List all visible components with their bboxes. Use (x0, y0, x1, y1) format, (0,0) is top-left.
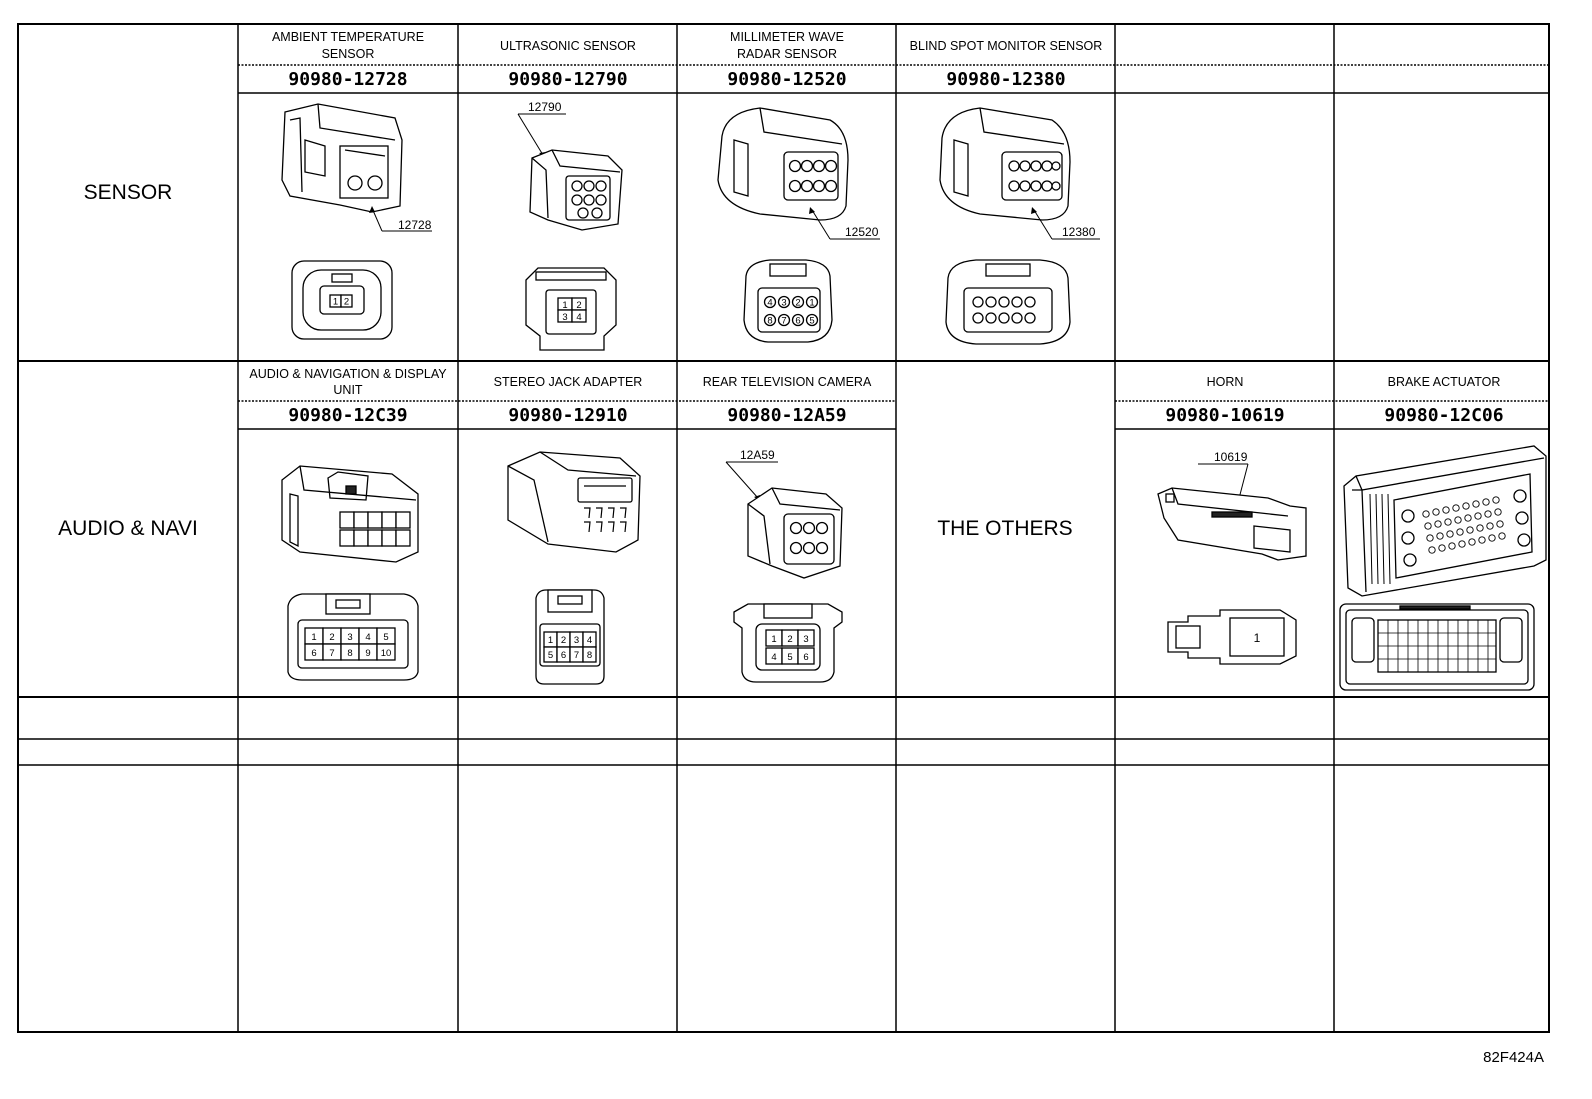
stereo-jack-title: STEREO JACK ADAPTER (494, 375, 643, 389)
ambient-pin-2: 2 (344, 297, 349, 308)
mmwave-pin-3: 3 (781, 298, 786, 309)
blindspot-callout-arrow (1031, 207, 1037, 214)
ultrasonic-pin-face (525, 267, 617, 351)
ambient-title-line2: SENSOR (322, 47, 375, 61)
stereo-jack-pin-face (535, 589, 605, 685)
mmwave-callout-leader (811, 209, 831, 240)
brake-actuator-connector-illustration (1343, 445, 1547, 597)
audio-unit-pin-5: 5 (383, 632, 388, 643)
horn-part-number: 90980-10619 (1165, 405, 1284, 426)
rear-camera-pin-face (733, 603, 843, 683)
ambient-callout: 12728 (398, 218, 432, 232)
blindspot-callout-leader (1033, 209, 1053, 240)
stereo-jack-pin-8: 8 (587, 650, 592, 661)
brake-actuator-pin-face (1339, 603, 1535, 691)
blindspot-title: BLIND SPOT MONITOR SENSOR (910, 39, 1103, 53)
rear-camera-callout-leader (725, 461, 759, 499)
mmwave-pin-8: 8 (767, 316, 772, 327)
horn-callout: 10619 (1214, 450, 1248, 464)
stereo-jack-pin-2: 2 (561, 635, 566, 646)
stereo-jack-pin-6: 6 (561, 650, 566, 661)
horn-title: HORN (1207, 375, 1244, 389)
stereo-jack-part-number: 90980-12910 (508, 405, 627, 426)
audio-unit-pin-7: 7 (329, 648, 334, 659)
ambient-pin-1: 1 (333, 297, 338, 308)
ultrasonic-pin-1: 1 (562, 300, 567, 311)
mmwave-pin-7: 7 (781, 316, 786, 327)
mmwave-part-number: 90980-12520 (727, 69, 846, 90)
ambient-pin-face (291, 260, 393, 340)
ultrasonic-pin-4: 4 (576, 312, 581, 323)
mmwave-pin-6: 6 (795, 316, 800, 327)
audio-unit-pin-face (287, 593, 419, 681)
ambient-connector-illustration (281, 103, 403, 213)
audio-unit-pin-6: 6 (311, 648, 316, 659)
audio-unit-pin-8: 8 (347, 648, 352, 659)
ultrasonic-connector-illustration (529, 149, 623, 231)
mmwave-title-line2: RADAR SENSOR (737, 47, 837, 61)
blindspot-callout: 12380 (1062, 225, 1096, 239)
ultrasonic-pin-3: 3 (562, 312, 567, 323)
blindspot-connector-illustration (939, 107, 1071, 221)
horn-pin-face (1167, 609, 1297, 665)
table-grid (17, 23, 1550, 1033)
audio-unit-pin-4: 4 (365, 632, 370, 643)
audio-unit-pin-2: 2 (329, 632, 334, 643)
ultrasonic-callout-leader (517, 113, 544, 156)
audio-unit-pin-9: 9 (365, 648, 370, 659)
mmwave-connector-illustration (717, 107, 849, 221)
mmwave-pin-face (743, 259, 833, 343)
mmwave-pin-1: 1 (809, 298, 814, 309)
stereo-jack-pin-7: 7 (574, 650, 579, 661)
audio-unit-title-line1: AUDIO & NAVIGATION & DISPLAY (249, 367, 447, 381)
category-sensor: SENSOR (84, 181, 173, 204)
rear-camera-pin-1: 1 (771, 634, 776, 645)
rear-camera-title: REAR TELEVISION CAMERA (703, 375, 872, 389)
ambient-callout-arrow (369, 206, 375, 213)
audio-unit-part-number: 90980-12C39 (288, 405, 407, 426)
brake-actuator-part-number: 90980-12C06 (1384, 405, 1503, 426)
category-the-others: THE OTHERS (937, 517, 1072, 540)
mmwave-title-line1: MILLIMETER WAVE (730, 30, 844, 44)
stereo-jack-connector-illustration (507, 451, 641, 553)
rear-camera-part-number: 90980-12A59 (727, 405, 846, 426)
rear-camera-pin-3: 3 (803, 634, 808, 645)
stereo-jack-pin-4: 4 (587, 635, 592, 646)
ultrasonic-callout: 12790 (528, 100, 562, 114)
audio-unit-pin-3: 3 (347, 632, 352, 643)
mmwave-pin-4: 4 (767, 298, 772, 309)
audio-unit-title-line2: UNIT (333, 383, 363, 397)
rear-camera-pin-4: 4 (771, 652, 776, 663)
horn-connector-illustration (1157, 487, 1307, 561)
ambient-title-line1: AMBIENT TEMPERATURE (272, 30, 424, 44)
ultrasonic-part-number: 90980-12790 (508, 69, 627, 90)
stereo-jack-pin-1: 1 (548, 635, 553, 646)
rear-camera-pin-2: 2 (787, 634, 792, 645)
rear-camera-pin-6: 6 (803, 652, 808, 663)
audio-unit-pin-10: 10 (381, 648, 392, 659)
rear-camera-callout: 12A59 (740, 448, 775, 462)
horn-pin-1: 1 (1254, 631, 1261, 645)
stereo-jack-pin-5: 5 (548, 650, 553, 661)
ultrasonic-pin-2: 2 (576, 300, 581, 311)
category-audio-navi: AUDIO & NAVI (58, 517, 198, 540)
rear-camera-connector-illustration (747, 487, 843, 579)
table-border (17, 23, 1550, 1033)
mmwave-pin-5: 5 (809, 316, 814, 327)
mmwave-callout: 12520 (845, 225, 879, 239)
audio-unit-pin-1: 1 (311, 632, 316, 643)
brake-actuator-title: BRAKE ACTUATOR (1388, 375, 1501, 389)
ultrasonic-title: ULTRASONIC SENSOR (500, 39, 636, 53)
blindspot-pin-face (945, 259, 1071, 345)
mmwave-callout-arrow (809, 207, 815, 214)
audio-unit-connector-illustration (281, 465, 419, 563)
figure-code: 82F424A (1483, 1049, 1544, 1066)
rear-camera-pin-5: 5 (787, 652, 792, 663)
stereo-jack-pin-3: 3 (574, 635, 579, 646)
blindspot-part-number: 90980-12380 (946, 69, 1065, 90)
ambient-part-number: 90980-12728 (288, 69, 407, 90)
mmwave-pin-2: 2 (795, 298, 800, 309)
